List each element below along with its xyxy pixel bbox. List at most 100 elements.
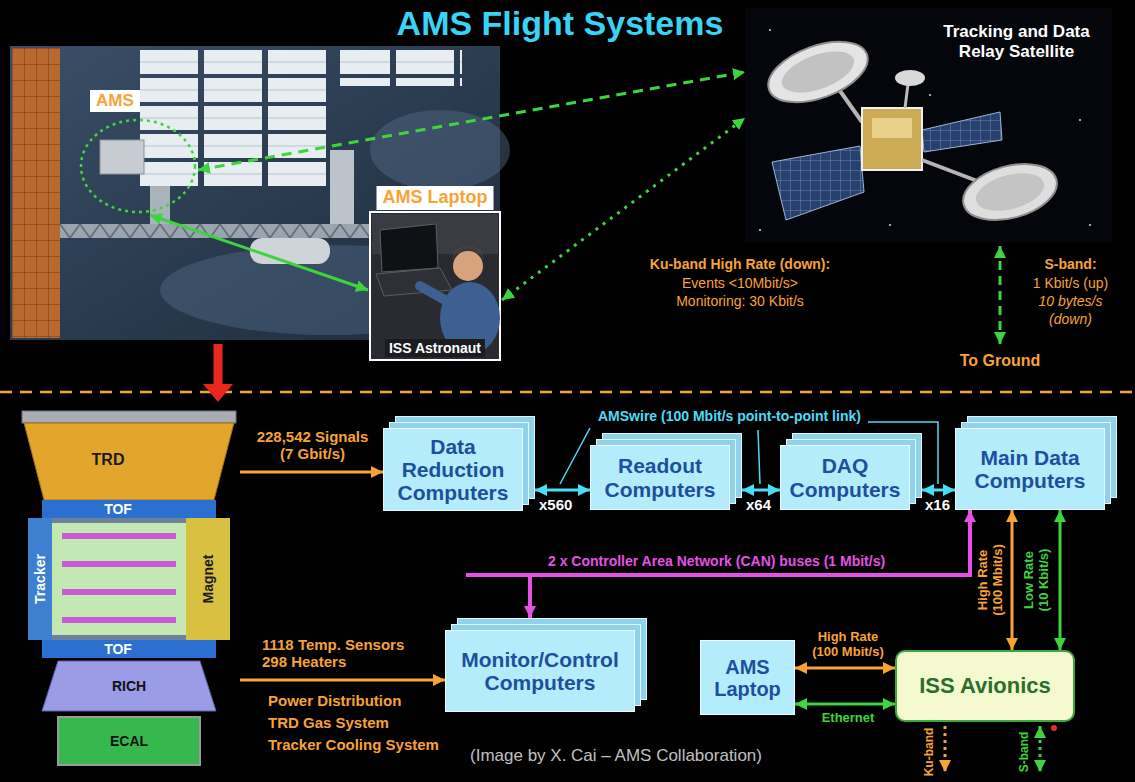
satellite-photo: [957, 154, 1063, 229]
detector-drawing: [62, 617, 176, 623]
detector-drawing: [42, 500, 216, 518]
part-label: TOF: [101, 501, 135, 517]
detector-drawing: [58, 717, 200, 765]
detector-drawing: [24, 423, 234, 500]
detector-drawing: [62, 561, 176, 567]
downlinks: [1039, 726, 1042, 772]
link-label: High Rate (100 Mbit/s): [806, 630, 890, 660]
satellite-photo: [769, 29, 771, 31]
satellite-photo: [862, 108, 922, 170]
detector-drawing: [186, 518, 230, 640]
connector: [742, 489, 780, 492]
part-label: TOF: [101, 641, 135, 657]
connector: [502, 118, 745, 300]
sensor-count: 1118 Temp. Sensors 298 Heaters: [262, 636, 430, 671]
box-label: AMS Laptop: [709, 656, 786, 700]
part-label: AMS: [90, 90, 140, 112]
iss-photo: [330, 150, 354, 224]
link-label: High Rate (100 Mbit/s): [976, 542, 1006, 618]
part-label: TRD: [89, 451, 128, 469]
part-label: RICH: [109, 678, 149, 694]
iss-photo: [100, 140, 144, 174]
can-bus-extension: [466, 573, 532, 577]
satellite-photo: [776, 43, 859, 101]
satellite-photo: [905, 84, 908, 108]
link-note: AMSwire (100 Mbit/s point-to-point link): [598, 408, 861, 424]
watermark: (Image by X. Cai – AMS Collaboration): [470, 746, 762, 766]
subsystem-label: TRD Gas System: [268, 714, 389, 731]
link-rate: 10 bytes/s: [1018, 293, 1123, 309]
zoom-arrow: [203, 384, 233, 402]
part-label: ECAL: [107, 733, 151, 749]
connector: [922, 489, 955, 492]
link-rate: Monitoring: 30 Kbit/s: [625, 293, 855, 309]
section-divider: [0, 392, 1135, 393]
link-label: Ethernet: [806, 711, 890, 726]
detector-drawing: [52, 523, 186, 635]
computer-stack: DAQ Computers: [780, 433, 922, 510]
box-label: Monitor/Control Computers: [454, 648, 626, 694]
detector-drawing: TRDTOFTrackerMagnetTOFRICHECAL: [18, 405, 240, 770]
satellite-photo: [922, 160, 980, 182]
satellite-photo: [872, 118, 912, 138]
diagram-title: AMS Flight Systems: [0, 4, 1120, 43]
computer-box: DAQ Computers: [780, 445, 910, 510]
subsystem-label: Tracker Cooling System: [268, 736, 439, 753]
avionics-box: ISS Avionics: [895, 650, 1075, 722]
laptop-box: AMS Laptop: [700, 640, 795, 715]
box-label: Main Data Computers: [964, 446, 1096, 492]
satellite-photo: [895, 70, 925, 86]
connector: [198, 72, 745, 170]
ground-link: [999, 246, 1002, 344]
computer-box: Main Data Computers: [955, 428, 1105, 510]
link-label: Low Rate (10 Kbit/s): [1022, 542, 1052, 618]
satellite-photo: [759, 229, 761, 231]
astronaut-photo: [453, 246, 483, 262]
signal-count: 228,542 Signals (7 Gbit/s): [250, 428, 375, 463]
dotted-outline: [81, 120, 195, 212]
iss-photo: [250, 238, 330, 264]
detector-drawing: [42, 661, 216, 711]
astronaut-photo: [420, 286, 445, 300]
astronaut-photo: [376, 268, 452, 296]
iss-photo: [370, 110, 510, 190]
satellite-photo: [745, 8, 1112, 242]
detector-drawing: [28, 518, 230, 640]
detector-drawing: [62, 533, 176, 539]
downlinks: [1051, 725, 1057, 731]
detector-drawing: [28, 518, 52, 640]
link-rate: Events <10Mbit/s>: [625, 275, 855, 291]
part-label: AMS Laptop: [377, 186, 494, 210]
subsystem-label: Power Distribution: [268, 692, 401, 709]
link-label: S-band: [1018, 732, 1032, 773]
link-rate: (down): [1018, 311, 1123, 327]
satellite-photo: [1079, 119, 1081, 121]
detector-drawing: [62, 589, 176, 595]
ground-label: To Ground: [945, 352, 1055, 370]
computer-box: Readout Computers: [590, 445, 730, 510]
laptop-box: AMS Laptop: [700, 640, 795, 715]
link-rate: S-band:: [1018, 256, 1123, 272]
downlinks: [945, 725, 1057, 772]
part-label: Tracker: [32, 551, 48, 607]
amswire-leaders: [758, 430, 760, 484]
zoom-arrow: [214, 344, 223, 386]
connector: [795, 667, 895, 670]
avionics-box: ISS Avionics: [895, 650, 1075, 722]
satellite-photo: [972, 167, 1048, 218]
satellite-photo: [929, 94, 931, 96]
computer-stack: Readout Computers: [590, 433, 742, 510]
connector: [535, 489, 590, 492]
astronaut-photo: [380, 224, 438, 272]
satellite-photo: [889, 224, 891, 226]
multiplicity: x64: [746, 496, 771, 513]
satellite-photo: [772, 146, 864, 220]
satellite-photo: [745, 8, 1112, 242]
bus-label: 2 x Controller Area Network (CAN) buses …: [548, 553, 885, 569]
connector: [150, 215, 368, 290]
box-label: ISS Avionics: [905, 674, 1065, 698]
section-divider: [0, 391, 1135, 394]
iss-photo: [12, 48, 60, 338]
